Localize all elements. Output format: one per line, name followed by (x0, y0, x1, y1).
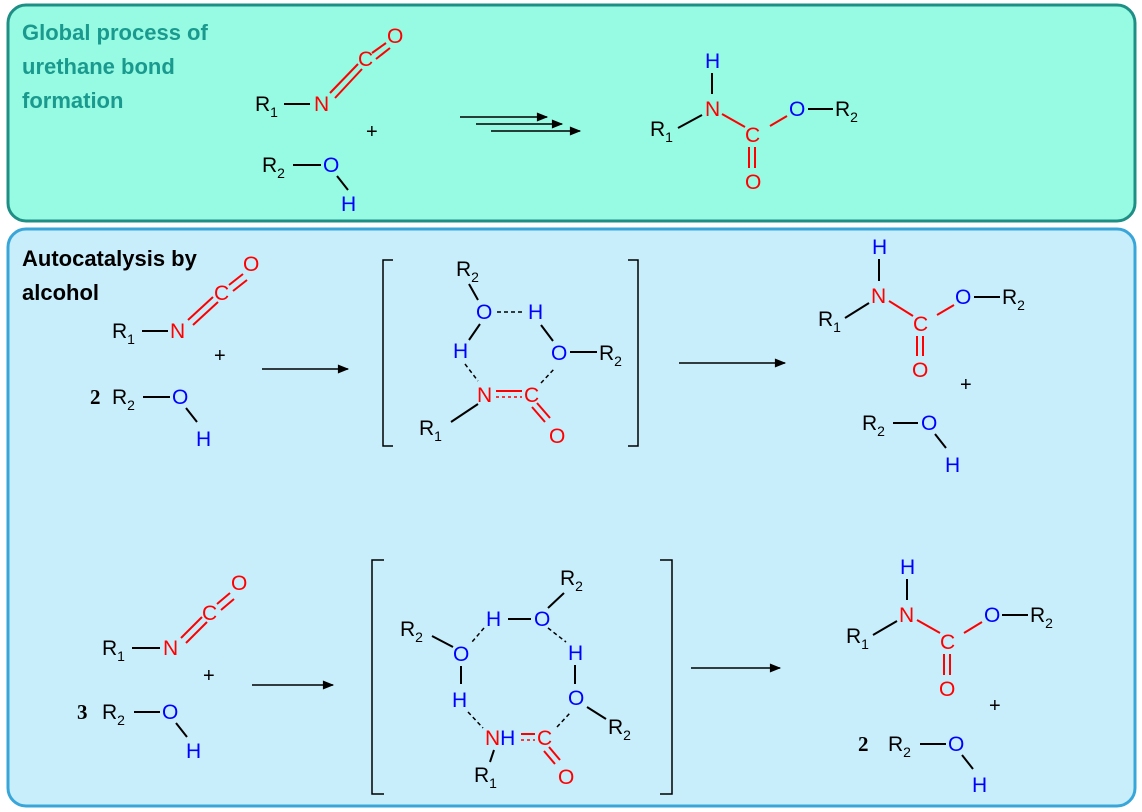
svg-text:C: C (214, 282, 229, 305)
svg-text:N: N (871, 285, 886, 308)
svg-text:O: O (939, 678, 955, 701)
svg-text:R2: R2 (599, 342, 622, 369)
mech2-regenerated-alcohol: 2 R2 O H (858, 732, 987, 797)
svg-text:R2: R2 (862, 412, 885, 439)
svg-text:O: O (745, 171, 761, 194)
svg-text:R1: R1 (846, 625, 869, 652)
svg-text:R2: R2 (1030, 604, 1053, 631)
svg-text:O: O (551, 342, 567, 365)
svg-text:H: H (568, 642, 583, 665)
plus-sign: + (960, 374, 972, 396)
svg-text:R2: R2 (608, 716, 631, 743)
svg-text:O: O (568, 687, 584, 710)
svg-text:R2: R2 (400, 618, 423, 645)
svg-text:O: O (231, 572, 247, 595)
svg-text:O: O (558, 766, 574, 789)
svg-text:R1: R1 (419, 417, 442, 444)
svg-text:H: H (186, 740, 201, 763)
svg-text:R2: R2 (456, 258, 479, 285)
svg-text:R2: R2 (262, 154, 285, 181)
svg-text:R2: R2 (112, 386, 135, 413)
svg-text:N: N (314, 93, 329, 116)
svg-text:N: N (163, 637, 178, 660)
global-process-panel (6, 3, 1137, 223)
svg-text:O: O (549, 425, 565, 448)
svg-text:O: O (387, 25, 403, 48)
svg-text:C: C (524, 384, 539, 407)
svg-text:O: O (453, 643, 469, 666)
svg-text:C: C (745, 124, 760, 147)
svg-text:O: O (789, 98, 805, 121)
svg-text:N: N (477, 384, 492, 407)
mech2-transition-state: R2 O H R2 O H NH H O R2 C R1 O (371, 559, 673, 795)
svg-text:O: O (921, 412, 937, 435)
svg-text:O: O (948, 733, 964, 756)
mech2-isocyanate: R1 N C O (102, 572, 247, 664)
svg-text:R2: R2 (835, 98, 858, 125)
mech1-regenerated-alcohol: R2 O H (862, 412, 960, 477)
plus-sign: + (214, 345, 226, 367)
mech1-isocyanate: R1 N C O (112, 253, 259, 347)
svg-text:O: O (955, 286, 971, 309)
svg-text:2: 2 (858, 732, 869, 756)
svg-text:R2: R2 (102, 701, 125, 728)
svg-text:H: H (705, 50, 720, 73)
mech2-urethane-product: H N R1 C O R2 O (846, 556, 1053, 701)
svg-text:C: C (202, 602, 217, 625)
svg-text:R2: R2 (1002, 286, 1025, 313)
svg-text:NH: NH (485, 727, 515, 750)
svg-text:N: N (170, 320, 185, 343)
autocatalysis-panel (6, 227, 1137, 808)
svg-text:H: H (452, 689, 467, 712)
svg-text:R1: R1 (255, 93, 278, 120)
svg-text:R2: R2 (560, 567, 583, 594)
mech2-alcohol: 3 R2 O H (77, 700, 201, 763)
svg-text:H: H (528, 301, 543, 324)
svg-text:R1: R1 (102, 637, 125, 664)
global-process-title: Global process of urethane bond formatio… (22, 20, 214, 113)
svg-text:H: H (972, 774, 987, 797)
global-alcohol: R2 O H (262, 154, 356, 216)
mech1-transition-state: R2 O H O R2 H N C R1 O (382, 258, 639, 448)
mech1-alcohol: 2 R2 O H (90, 385, 211, 451)
svg-text:R2: R2 (888, 733, 911, 760)
svg-text:O: O (912, 359, 928, 382)
svg-text:C: C (913, 313, 928, 336)
svg-text:H: H (486, 608, 501, 631)
plus-sign: + (203, 665, 215, 687)
plus-sign: + (989, 695, 1001, 717)
plus-sign: + (366, 121, 378, 143)
svg-text:H: H (900, 556, 915, 579)
mech1-urethane-product: H N R1 C O R2 O (818, 236, 1025, 382)
svg-text:O: O (984, 604, 1000, 627)
global-isocyanate: R1 N C O (255, 25, 403, 120)
svg-text:O: O (323, 154, 339, 177)
svg-text:O: O (243, 253, 259, 276)
svg-text:N: N (899, 604, 914, 627)
svg-text:2: 2 (90, 385, 101, 409)
svg-text:C: C (537, 727, 552, 750)
autocatalysis-title: Autocatalysis by alcohol (22, 246, 203, 305)
svg-text:H: H (872, 236, 887, 259)
svg-text:O: O (534, 608, 550, 631)
svg-text:3: 3 (77, 700, 88, 724)
svg-text:C: C (358, 48, 373, 71)
svg-text:N: N (705, 98, 720, 121)
svg-text:R1: R1 (650, 118, 673, 145)
svg-text:O: O (476, 301, 492, 324)
svg-text:O: O (172, 386, 188, 409)
svg-text:C: C (940, 631, 955, 654)
global-urethane-product: H N R1 C O R2 O (650, 50, 858, 194)
multistep-arrow (460, 112, 582, 136)
svg-text:H: H (196, 428, 211, 451)
svg-text:R1: R1 (474, 764, 497, 791)
svg-text:H: H (341, 193, 356, 216)
svg-text:R1: R1 (112, 320, 135, 347)
svg-text:H: H (453, 340, 468, 363)
svg-text:H: H (945, 454, 960, 477)
svg-text:R1: R1 (818, 308, 841, 335)
svg-text:O: O (162, 701, 178, 724)
